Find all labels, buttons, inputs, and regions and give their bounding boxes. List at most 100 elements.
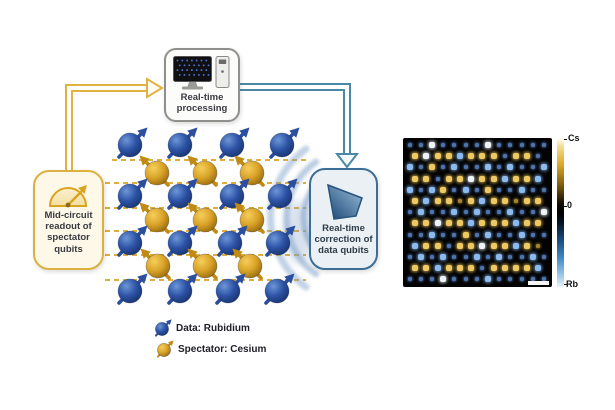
screen-dot <box>183 64 186 67</box>
qubit-data-sphere <box>219 178 250 210</box>
qubit-data-sphere <box>117 127 148 159</box>
sphere-body <box>219 183 245 209</box>
atom-dot-cesium-dim <box>536 243 541 248</box>
atom-dot-rubidium-bright <box>417 254 424 260</box>
colorbar-label-rb: Rb <box>566 279 578 289</box>
atom-dot-rubidium-bright <box>473 254 480 260</box>
atom-dot-rubidium-dim <box>463 143 468 147</box>
atom-dot-rubidium-bright <box>479 198 486 204</box>
sphere-body <box>145 253 171 279</box>
legend-icons <box>154 319 174 358</box>
atom-dot-rubidium-dim <box>441 210 446 215</box>
spin-arrowhead-icon <box>285 225 296 236</box>
atom-dot-saturated-white <box>440 276 447 283</box>
atom-dot-cesium-bright <box>423 220 430 227</box>
atom-dot-cesium-bright <box>445 220 452 227</box>
atom-dot-rubidium-dim <box>441 165 446 170</box>
atom-dot-rubidium-dim <box>541 187 546 192</box>
atom-dot-cesium-bright <box>428 164 435 171</box>
atom-dot-rubidium-bright <box>406 186 413 193</box>
sphere-body <box>167 132 193 158</box>
atom-dot-cesium-dim <box>513 199 518 203</box>
sphere-body <box>157 343 171 357</box>
qubit-data-sphere <box>217 225 248 257</box>
atom-dot-rubidium-dim <box>530 210 535 215</box>
atom-dot-rubidium-dim <box>541 255 546 259</box>
atom-dot-rubidium-dim <box>502 154 507 159</box>
atom-dot-rubidium-bright <box>434 265 441 272</box>
processing-box-label: Real-time processing <box>176 92 228 115</box>
spin-arrowhead-icon <box>139 155 150 166</box>
sphere-body <box>167 278 193 304</box>
atom-dot-cesium-bright <box>501 198 508 204</box>
atom-dot-saturated-white <box>468 175 475 182</box>
screen-dot <box>202 73 205 76</box>
atom-dot-cesium-bright <box>524 175 531 182</box>
atom-dot-rubidium-dim <box>429 277 434 282</box>
screen-dot <box>195 59 198 62</box>
atom-dot-rubidium-dim <box>530 165 535 170</box>
atom-dot-rubidium-bright <box>406 164 413 171</box>
atom-dot-cesium-bright <box>440 186 447 193</box>
spin-arrowhead-icon <box>137 127 148 138</box>
atom-dot-rubidium-dim <box>541 277 546 282</box>
screen-dots-pattern <box>176 59 210 76</box>
atom-dot-cesium-bright <box>501 220 508 227</box>
atom-dot-rubidium-dim <box>429 210 434 215</box>
qubit-spectator-sphere <box>187 248 218 280</box>
sphere-body <box>269 132 295 158</box>
atom-dot-cesium-bright <box>468 198 475 204</box>
spin-arrowhead-icon <box>137 225 148 236</box>
readout-to-processing-arrow <box>65 77 164 171</box>
qubit-data-sphere <box>117 225 148 257</box>
sphere-body <box>117 278 143 304</box>
sphere-body <box>117 183 143 209</box>
spin-arrowhead-icon <box>289 127 300 138</box>
atom-dot-saturated-white <box>434 220 441 227</box>
spin-arrowhead-icon <box>284 273 295 284</box>
atom-dot-rubidium-bright <box>484 231 491 238</box>
atom-dot-rubidium-bright <box>428 231 435 238</box>
qubit-spectator-sphere <box>234 202 265 234</box>
sphere-body <box>237 253 263 279</box>
atom-dot-rubidium-dim <box>435 176 440 181</box>
atom-dot-cesium-bright <box>501 265 508 272</box>
atom-dot-cesium-bright <box>468 153 475 160</box>
spin-arrowhead-icon <box>232 248 243 259</box>
atom-dot-rubidium-bright <box>501 175 508 182</box>
atom-dot-rubidium-dim <box>418 232 423 237</box>
atom-dot-rubidium-dim <box>508 143 513 147</box>
sphere-body <box>167 183 193 209</box>
colorbar-label-zero: 0 <box>567 200 573 210</box>
correction-box-label: Real-time correction of data qubits <box>314 223 373 257</box>
atom-dot-rubidium-dim <box>519 143 524 147</box>
atom-dot-cesium-bright <box>490 265 497 272</box>
atom-dot-cesium-bright <box>412 175 419 182</box>
sphere-body <box>192 207 218 233</box>
ripple-arc-middle <box>283 158 320 278</box>
gold-arrowhead-icon <box>146 77 164 99</box>
screen-dot <box>197 64 200 67</box>
computer-icon <box>173 56 230 90</box>
atom-dot-rubidium-bright <box>507 209 514 216</box>
atom-dot-rubidium-dim <box>441 143 446 147</box>
atom-dot-rubidium-dim <box>497 232 502 237</box>
legend-label-data: Data: Rubidium <box>176 323 250 334</box>
screen-dot <box>190 59 193 62</box>
atom-dot-cesium-bright <box>445 175 452 182</box>
screen-dot <box>202 64 205 67</box>
spin-arrowhead-icon <box>167 340 174 347</box>
atom-dot-rubidium-bright <box>412 242 419 249</box>
sphere-body <box>155 322 169 336</box>
atom-dot-cesium-bright <box>456 242 463 249</box>
spin-arrowhead-icon <box>235 273 246 284</box>
atom-dot-rubidium-dim <box>497 165 502 170</box>
screen-dot <box>195 69 198 72</box>
screen-dot <box>183 73 186 76</box>
qubit-data-sphere <box>265 225 296 257</box>
atom-dot-cesium-bright <box>468 242 475 249</box>
atom-dot-rubidium-bright <box>496 254 503 260</box>
atom-dot-rubidium-bright <box>535 175 542 182</box>
sphere-body <box>239 160 265 186</box>
